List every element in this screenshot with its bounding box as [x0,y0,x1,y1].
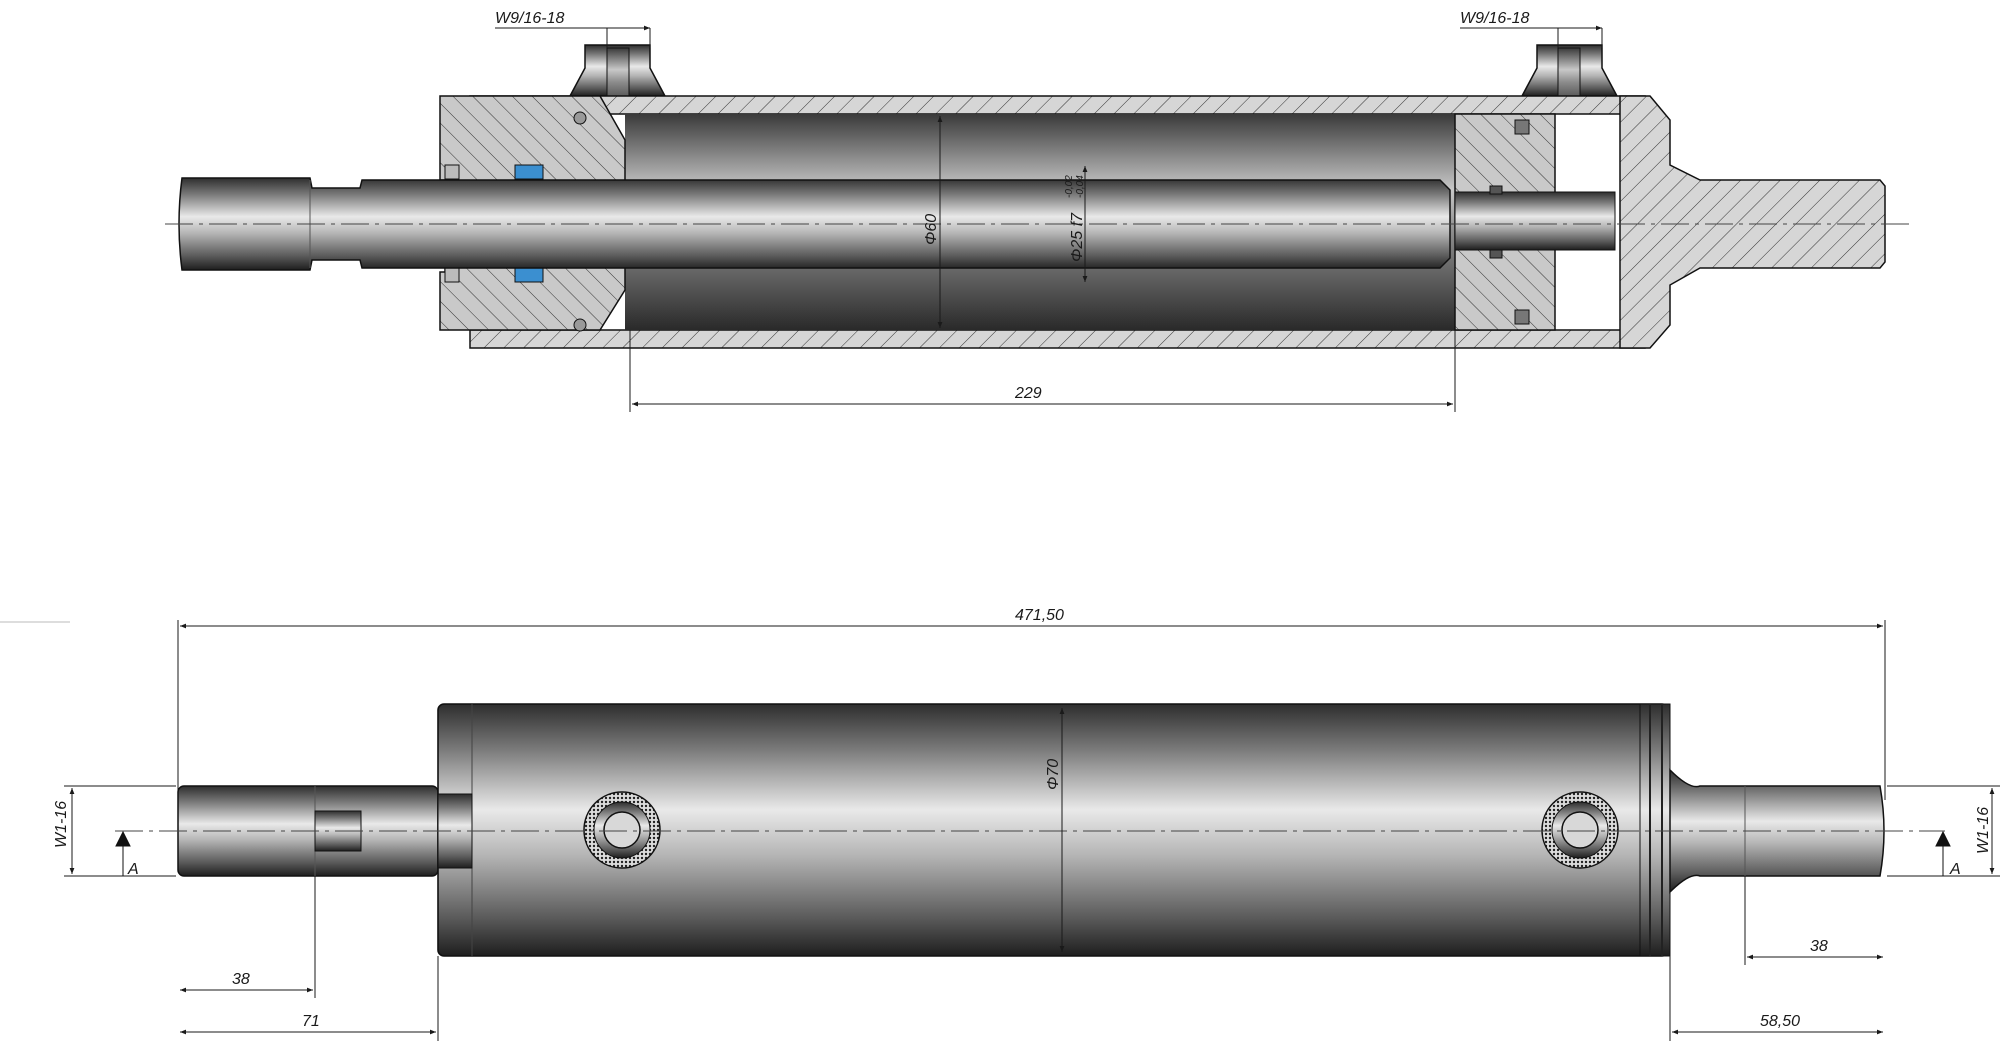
rod-label: Φ25 f7 [1069,212,1086,262]
barrel-wall-top [469,95,1646,115]
port-dim-right: W9/16-18 [1460,10,1603,48]
dim-71-label: 71 [302,1013,320,1030]
datum-left-marker [115,830,131,876]
piston-rod [178,177,1451,271]
port-fitting-right [1541,791,1619,869]
port-dim-left: W9/16-18 [495,10,651,48]
piston-rod-bore [1454,191,1616,251]
dim-38-left-label: 38 [232,971,250,988]
thread-right-label: W1-16 [1975,807,1992,854]
rod-tol-upper: -0,02 [1064,175,1075,198]
port-boss-left [568,44,667,111]
datum-left-label: A [127,861,139,878]
thread-left-label: W1-16 [53,801,70,848]
overall-length-label: 471,50 [1015,607,1064,624]
end-cap-band [1639,703,1671,957]
rod-seal-1 [444,164,460,180]
bore-label: Φ60 [923,214,940,245]
oring-top [573,111,587,125]
end-cap [1619,95,1886,349]
rod-seal-4 [514,267,544,283]
side-view: 471,50 Φ70 [53,607,2000,1041]
barrel-wall-bottom [469,329,1646,349]
datum-right-marker [1935,830,1951,876]
port-left-label: W9/16-18 [495,10,564,27]
port-right-label: W9/16-18 [1460,10,1529,27]
dim-38-right-label: 38 [1810,938,1828,955]
rod-seal-2 [444,267,460,283]
rod-tol-lower: -0,04 [1075,175,1086,198]
oring-bottom [573,318,587,332]
dim-5850-label: 58,50 [1760,1013,1800,1030]
datum-right-label: A [1949,861,1961,878]
port-fitting-left [583,791,661,869]
rod-seal-3 [514,164,544,180]
stroke-label: 229 [1014,385,1042,402]
barrel-label: Φ70 [1045,759,1062,790]
section-view: W9/16-18 W9/16-18 Φ60 Φ25 f7 -0,02 -0,04… [165,10,1915,412]
